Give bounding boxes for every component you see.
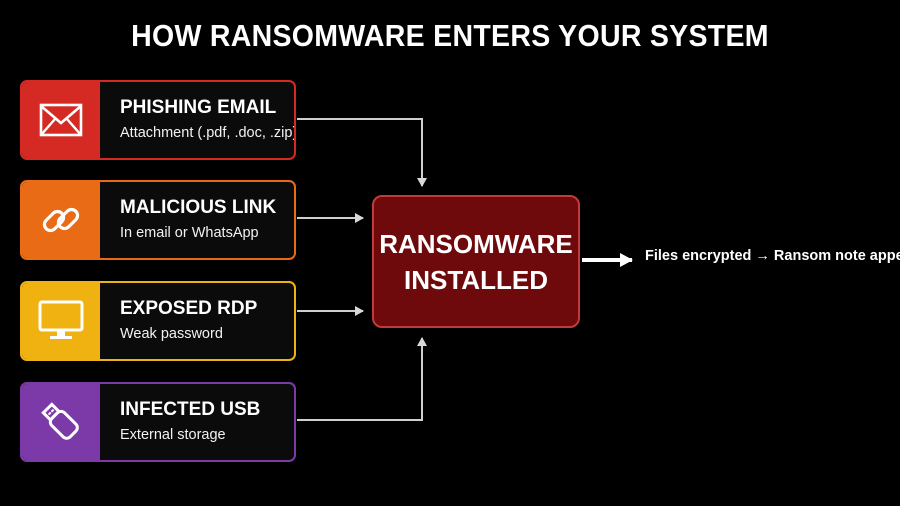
card-heading: PHISHING EMAIL	[120, 97, 277, 118]
card-subtitle: Attachment (.pdf, .doc, .zip)	[120, 125, 296, 141]
arrow-phishing-to-center	[297, 118, 427, 187]
usb-icon	[41, 402, 79, 440]
card-subtitle: External storage	[120, 427, 226, 443]
center-node-ransomware-installed: RANSOMWARE INSTALLED	[372, 195, 580, 328]
icon-box	[22, 384, 100, 460]
arrow-usb-to-center	[297, 337, 427, 421]
source-card-phishing-email: PHISHING EMAIL Attachment (.pdf, .doc, .…	[20, 80, 296, 160]
center-label-line1: RANSOMWARE	[379, 228, 573, 259]
source-card-malicious-link: MALICIOUS LINK In email or WhatsApp	[20, 180, 296, 260]
source-card-infected-usb: INFECTED USB External storage	[20, 382, 296, 462]
monitor-icon	[38, 300, 84, 339]
link-icon	[42, 207, 80, 233]
card-heading: MALICIOUS LINK	[120, 197, 277, 218]
center-label-line2: INSTALLED	[404, 264, 548, 295]
card-subtitle: In email or WhatsApp	[120, 225, 259, 241]
icon-box	[22, 182, 100, 258]
icon-box	[22, 82, 100, 158]
card-subtitle: Weak password	[120, 326, 223, 342]
icon-box	[22, 283, 100, 359]
envelope-icon	[39, 103, 83, 137]
diagram-title: HOW RANSOMWARE ENTERS YOUR SYSTEM	[131, 18, 769, 53]
result-text: Files encrypted → Ransom note appears	[645, 248, 900, 264]
card-heading: INFECTED USB	[120, 399, 261, 420]
card-heading: EXPOSED RDP	[120, 298, 258, 319]
source-card-exposed-rdp: EXPOSED RDP Weak password	[20, 281, 296, 361]
